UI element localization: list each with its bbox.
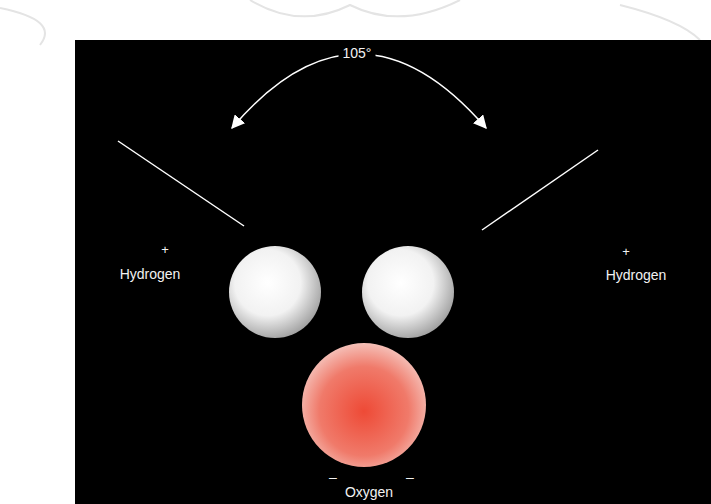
charge-sign: – bbox=[406, 470, 414, 485]
hydrogen-atom bbox=[362, 246, 454, 338]
black-panel bbox=[75, 40, 711, 504]
atom-name: Oxygen bbox=[345, 485, 393, 500]
bond-axis-line bbox=[118, 141, 244, 226]
charge-sign: + bbox=[622, 245, 630, 259]
angle-value: 105° bbox=[339, 46, 376, 61]
oxygen-atom bbox=[302, 343, 426, 467]
charge-sign: + bbox=[161, 243, 169, 257]
charge-sign: – bbox=[329, 470, 337, 485]
watermark bbox=[0, 0, 700, 45]
hydrogen-atom bbox=[229, 246, 321, 338]
bond-axis-line bbox=[482, 150, 598, 230]
atom-name: Hydrogen bbox=[120, 267, 181, 282]
atom-name: Hydrogen bbox=[606, 268, 667, 283]
angle-arc bbox=[232, 54, 486, 128]
